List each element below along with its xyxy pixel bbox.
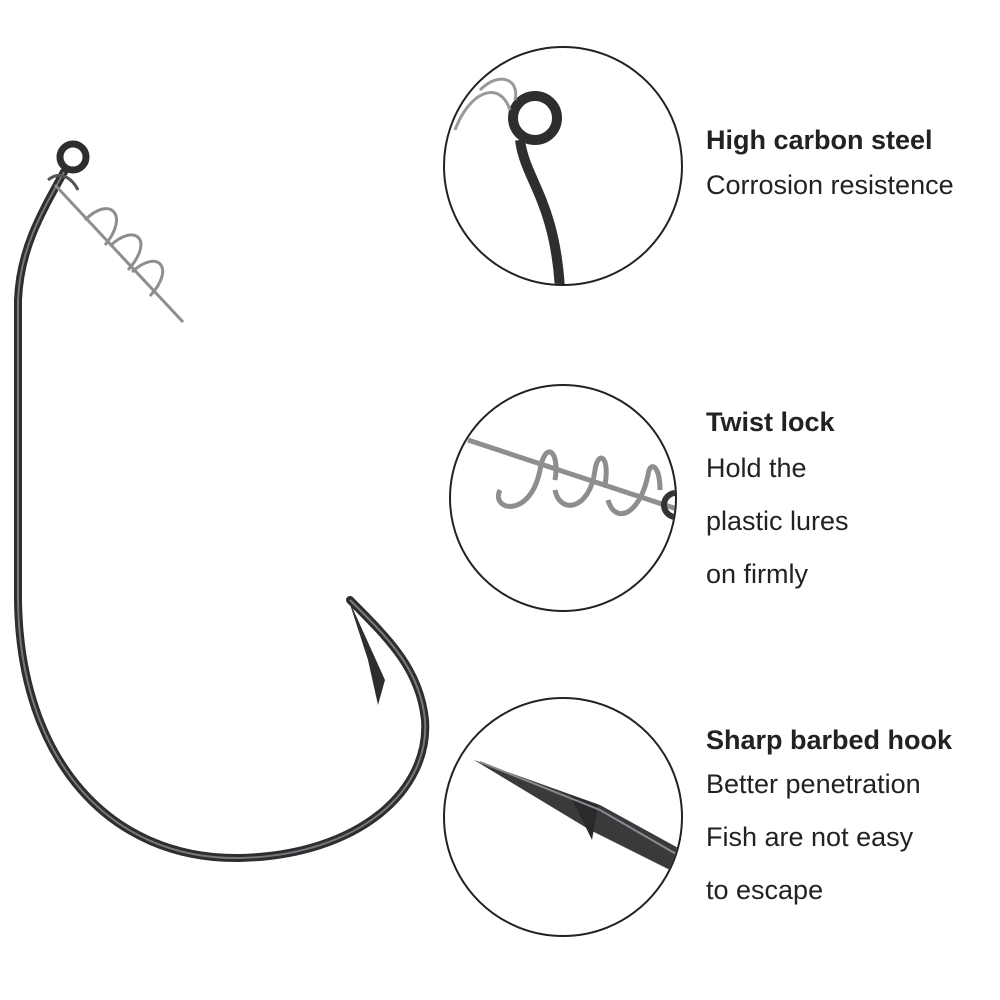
detail-circle-spring — [449, 384, 677, 612]
detail-circle-barb — [443, 697, 683, 937]
feature-line: plastic lures — [706, 506, 849, 536]
feature-title-twist-lock: Twist lock — [706, 407, 835, 437]
feature-title-steel: High carbon steel — [706, 125, 933, 155]
feature-line: Corrosion resistence — [706, 170, 954, 200]
detail-circle-eye — [443, 46, 683, 286]
feature-line: Fish are not easy — [706, 822, 914, 852]
feature-title-barbed-hook: Sharp barbed hook — [706, 725, 953, 755]
feature-line: to escape — [706, 875, 824, 905]
twist-lock-spring — [47, 174, 185, 324]
feature-line: Better penetration — [706, 769, 921, 799]
feature-line: Hold the — [706, 453, 807, 483]
main-hook-image — [14, 140, 430, 863]
feature-line: on firmly — [706, 559, 809, 589]
